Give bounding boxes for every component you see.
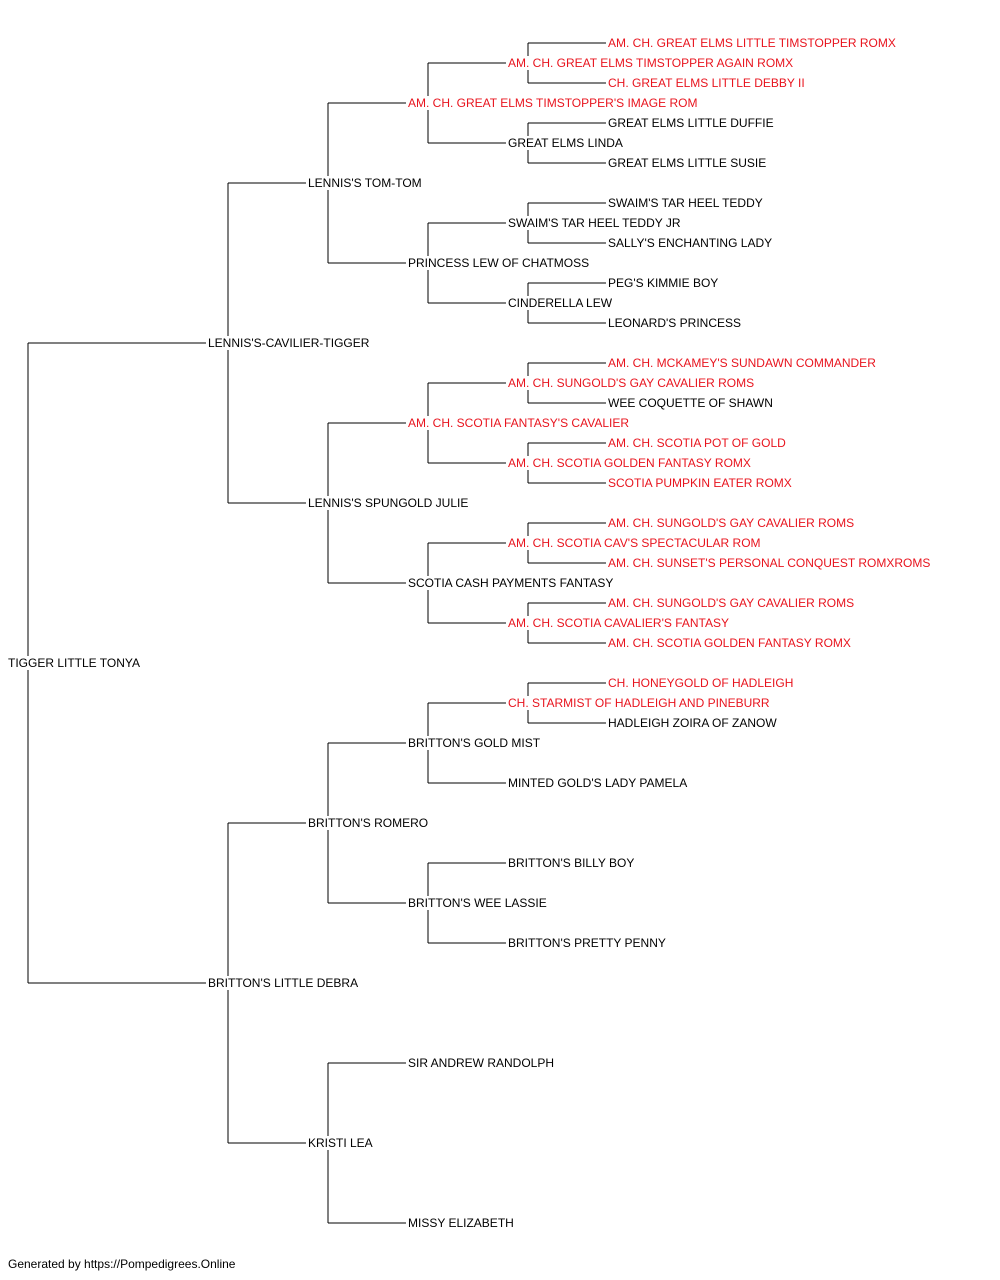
grandparent-name: LENNIS'S TOM-TOM bbox=[308, 176, 422, 190]
subject-name: TIGGER LITTLE TONYA bbox=[8, 656, 141, 670]
gg-grandparent-name-champion: AM. CH. SCOTIA CAVALIER'S FANTASY bbox=[508, 616, 730, 630]
gg-grandparent-name: SWAIM'S TAR HEEL TEDDY JR bbox=[508, 216, 681, 230]
ggg-grandparent-name: GREAT ELMS LITTLE SUSIE bbox=[608, 156, 767, 170]
parent-name: LENNIS'S-CAVILIER-TIGGER bbox=[208, 336, 370, 350]
ggg-grandparent-name-champion: AM. CH. SCOTIA GOLDEN FANTASY ROMX bbox=[608, 636, 851, 650]
ggg-grandparent-name: HADLEIGH ZOIRA OF ZANOW bbox=[608, 716, 777, 730]
ggg-grandparent-name: GREAT ELMS LITTLE DUFFIE bbox=[608, 116, 774, 130]
great-grandparent-name: PRINCESS LEW OF CHATMOSS bbox=[408, 256, 590, 270]
great-grandparent-name: BRITTON'S GOLD MIST bbox=[408, 736, 541, 750]
parent-name: BRITTON'S LITTLE DEBRA bbox=[208, 976, 359, 990]
gg-grandparent-name-champion: AM. CH. SCOTIA GOLDEN FANTASY ROMX bbox=[508, 456, 751, 470]
gg-grandparent-name: CINDERELLA LEW bbox=[508, 296, 613, 310]
ggg-grandparent-name: WEE COQUETTE OF SHAWN bbox=[608, 396, 773, 410]
great-grandparent-name-champion: AM. CH. GREAT ELMS TIMSTOPPER'S IMAGE RO… bbox=[408, 96, 698, 110]
great-grandparent-name-champion: AM. CH. SCOTIA FANTASY'S CAVALIER bbox=[408, 416, 630, 430]
grandparent-name: KRISTI LEA bbox=[308, 1136, 373, 1150]
gg-grandparent-name-champion: CH. STARMIST OF HADLEIGH AND PINEBURR bbox=[508, 696, 770, 710]
ggg-grandparent-name-champion: SCOTIA PUMPKIN EATER ROMX bbox=[608, 476, 792, 490]
gg-grandparent-name-champion: AM. CH. SCOTIA CAV'S SPECTACULAR ROM bbox=[508, 536, 761, 550]
ggg-grandparent-name-champion: AM. CH. SUNGOLD'S GAY CAVALIER ROMS bbox=[608, 516, 855, 530]
great-grandparent-name: BRITTON'S WEE LASSIE bbox=[408, 896, 547, 910]
grandparent-name: LENNIS'S SPUNGOLD JULIE bbox=[308, 496, 469, 510]
ggg-grandparent-name: LEONARD'S PRINCESS bbox=[608, 316, 741, 330]
ggg-grandparent-name-champion: AM. CH. SUNGOLD'S GAY CAVALIER ROMS bbox=[608, 596, 855, 610]
ggg-grandparent-name-champion: CH. GREAT ELMS LITTLE DEBBY II bbox=[608, 76, 805, 90]
gg-grandparent-name: BRITTON'S BILLY BOY bbox=[508, 856, 635, 870]
ggg-grandparent-name-champion: AM. CH. SCOTIA POT OF GOLD bbox=[608, 436, 786, 450]
great-grandparent-name: SIR ANDREW RANDOLPH bbox=[408, 1056, 555, 1070]
gg-grandparent-name: GREAT ELMS LINDA bbox=[508, 136, 623, 150]
ggg-grandparent-name: PEG'S KIMMIE BOY bbox=[608, 276, 719, 290]
ggg-grandparent-name-champion: AM. CH. GREAT ELMS LITTLE TIMSTOPPER ROM… bbox=[608, 36, 896, 50]
gg-grandparent-name: MINTED GOLD'S LADY PAMELA bbox=[508, 776, 688, 790]
grandparent-name: BRITTON'S ROMERO bbox=[308, 816, 429, 830]
ggg-grandparent-name-champion: AM. CH. MCKAMEY'S SUNDAWN COMMANDER bbox=[608, 356, 876, 370]
ggg-grandparent-name-champion: AM. CH. SUNSET'S PERSONAL CONQUEST ROMXR… bbox=[608, 556, 931, 570]
ggg-grandparent-name-champion: CH. HONEYGOLD OF HADLEIGH bbox=[608, 676, 794, 690]
gg-grandparent-name-champion: AM. CH. GREAT ELMS TIMSTOPPER AGAIN ROMX bbox=[508, 56, 794, 70]
ggg-grandparent-name: SALLY'S ENCHANTING LADY bbox=[608, 236, 773, 250]
great-grandparent-name: SCOTIA CASH PAYMENTS FANTASY bbox=[408, 576, 614, 590]
ggg-grandparent-name: SWAIM'S TAR HEEL TEDDY bbox=[608, 196, 763, 210]
gg-grandparent-name: BRITTON'S PRETTY PENNY bbox=[508, 936, 666, 950]
great-grandparent-name: MISSY ELIZABETH bbox=[408, 1216, 514, 1230]
generated-by-footer: Generated by https://Pompedigrees.Online bbox=[8, 1257, 236, 1271]
gg-grandparent-name-champion: AM. CH. SUNGOLD'S GAY CAVALIER ROMS bbox=[508, 376, 755, 390]
